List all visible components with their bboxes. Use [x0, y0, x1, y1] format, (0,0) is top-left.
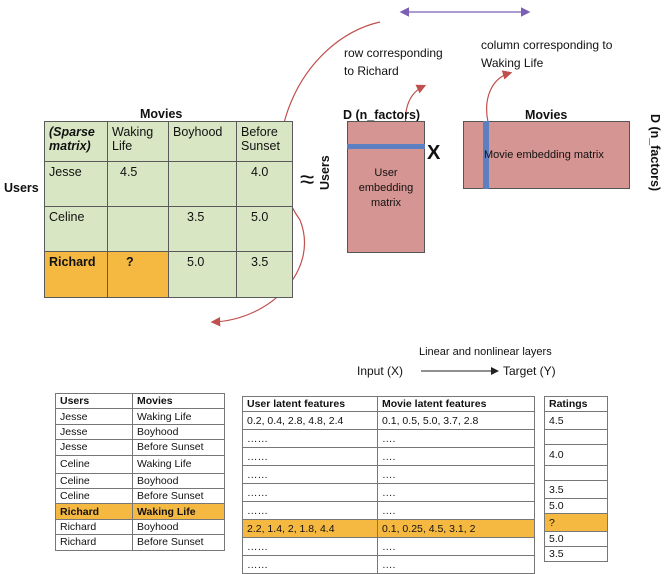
cell: 5.0	[168, 251, 237, 298]
ratings-table: Ratings 4.5 4.0 3.5 5.0 ? 5.0 3.5	[544, 395, 608, 563]
rating-row: 3.5	[544, 480, 608, 500]
row-user: Jesse	[44, 161, 108, 207]
rating-row: 4.5	[544, 411, 608, 431]
waking-life-column-strip	[483, 121, 489, 189]
header-cell: Movies	[132, 392, 225, 410]
table-row: ……….	[242, 537, 535, 557]
table-row: ……….	[242, 447, 535, 467]
user-matrix-dim-label: D (n_factors)	[343, 108, 421, 122]
cell: 3.5	[236, 251, 293, 298]
row-user: Richard	[44, 251, 108, 298]
rating-row	[544, 429, 608, 446]
rating-row: 3.5	[544, 546, 608, 563]
header-cell: Ratings	[544, 395, 608, 413]
rating-row: 4.0	[544, 444, 608, 467]
approx-symbol: ≈	[300, 164, 315, 194]
table-row: ……….	[242, 555, 535, 574]
header-cell: Movie latent features	[377, 395, 535, 413]
cell: 3.5	[168, 206, 237, 252]
rating-row	[544, 465, 608, 482]
table-row: ……….	[242, 465, 535, 485]
row-user: Celine	[44, 206, 108, 252]
col-header-boyhood: Boyhood	[168, 121, 237, 162]
cell: ?	[107, 251, 169, 298]
cell	[107, 206, 169, 252]
column-pointer-arrow	[486, 70, 513, 123]
header-cell: Users	[55, 392, 133, 410]
movies-label: Movies	[140, 107, 183, 121]
cell: 5.0	[236, 206, 293, 252]
users-label: Users	[4, 181, 39, 195]
cell	[168, 161, 237, 207]
movie-matrix-side-label: D (n_factors)	[648, 114, 662, 192]
header-cell: User latent features	[242, 395, 378, 413]
movie-matrix-text: Movie embedding matrix	[484, 149, 604, 161]
target-label: Target (Y)	[503, 364, 556, 378]
rating-row: 5.0	[544, 531, 608, 548]
layers-label: Linear and nonlinear layers	[419, 346, 552, 358]
table-row: ……….	[242, 483, 535, 503]
user-embedding-matrix	[347, 121, 425, 253]
rating-row: 5.0	[544, 498, 608, 515]
richard-row-strip	[347, 144, 425, 149]
matrix-row-richard: Richard ? 5.0 3.5	[44, 251, 293, 298]
matrix-row-celine: Celine 3.5 5.0	[44, 206, 293, 252]
rating-row-highlighted: ?	[544, 513, 608, 533]
matrix-row-jesse: Jesse 4.5 4.0	[44, 161, 293, 207]
user-matrix-side-label: Users	[318, 155, 332, 190]
table-row: ……….	[242, 429, 535, 449]
movie-embedding-matrix	[463, 121, 630, 189]
input-label: Input (X)	[357, 364, 404, 378]
big-curved-arrow	[210, 21, 381, 327]
movie-matrix-header: Movies	[525, 108, 568, 122]
cell: 4.0	[236, 161, 293, 207]
cell: 4.5	[107, 161, 169, 207]
table-row: ……….	[242, 501, 535, 521]
multiply-symbol: X	[427, 142, 441, 164]
